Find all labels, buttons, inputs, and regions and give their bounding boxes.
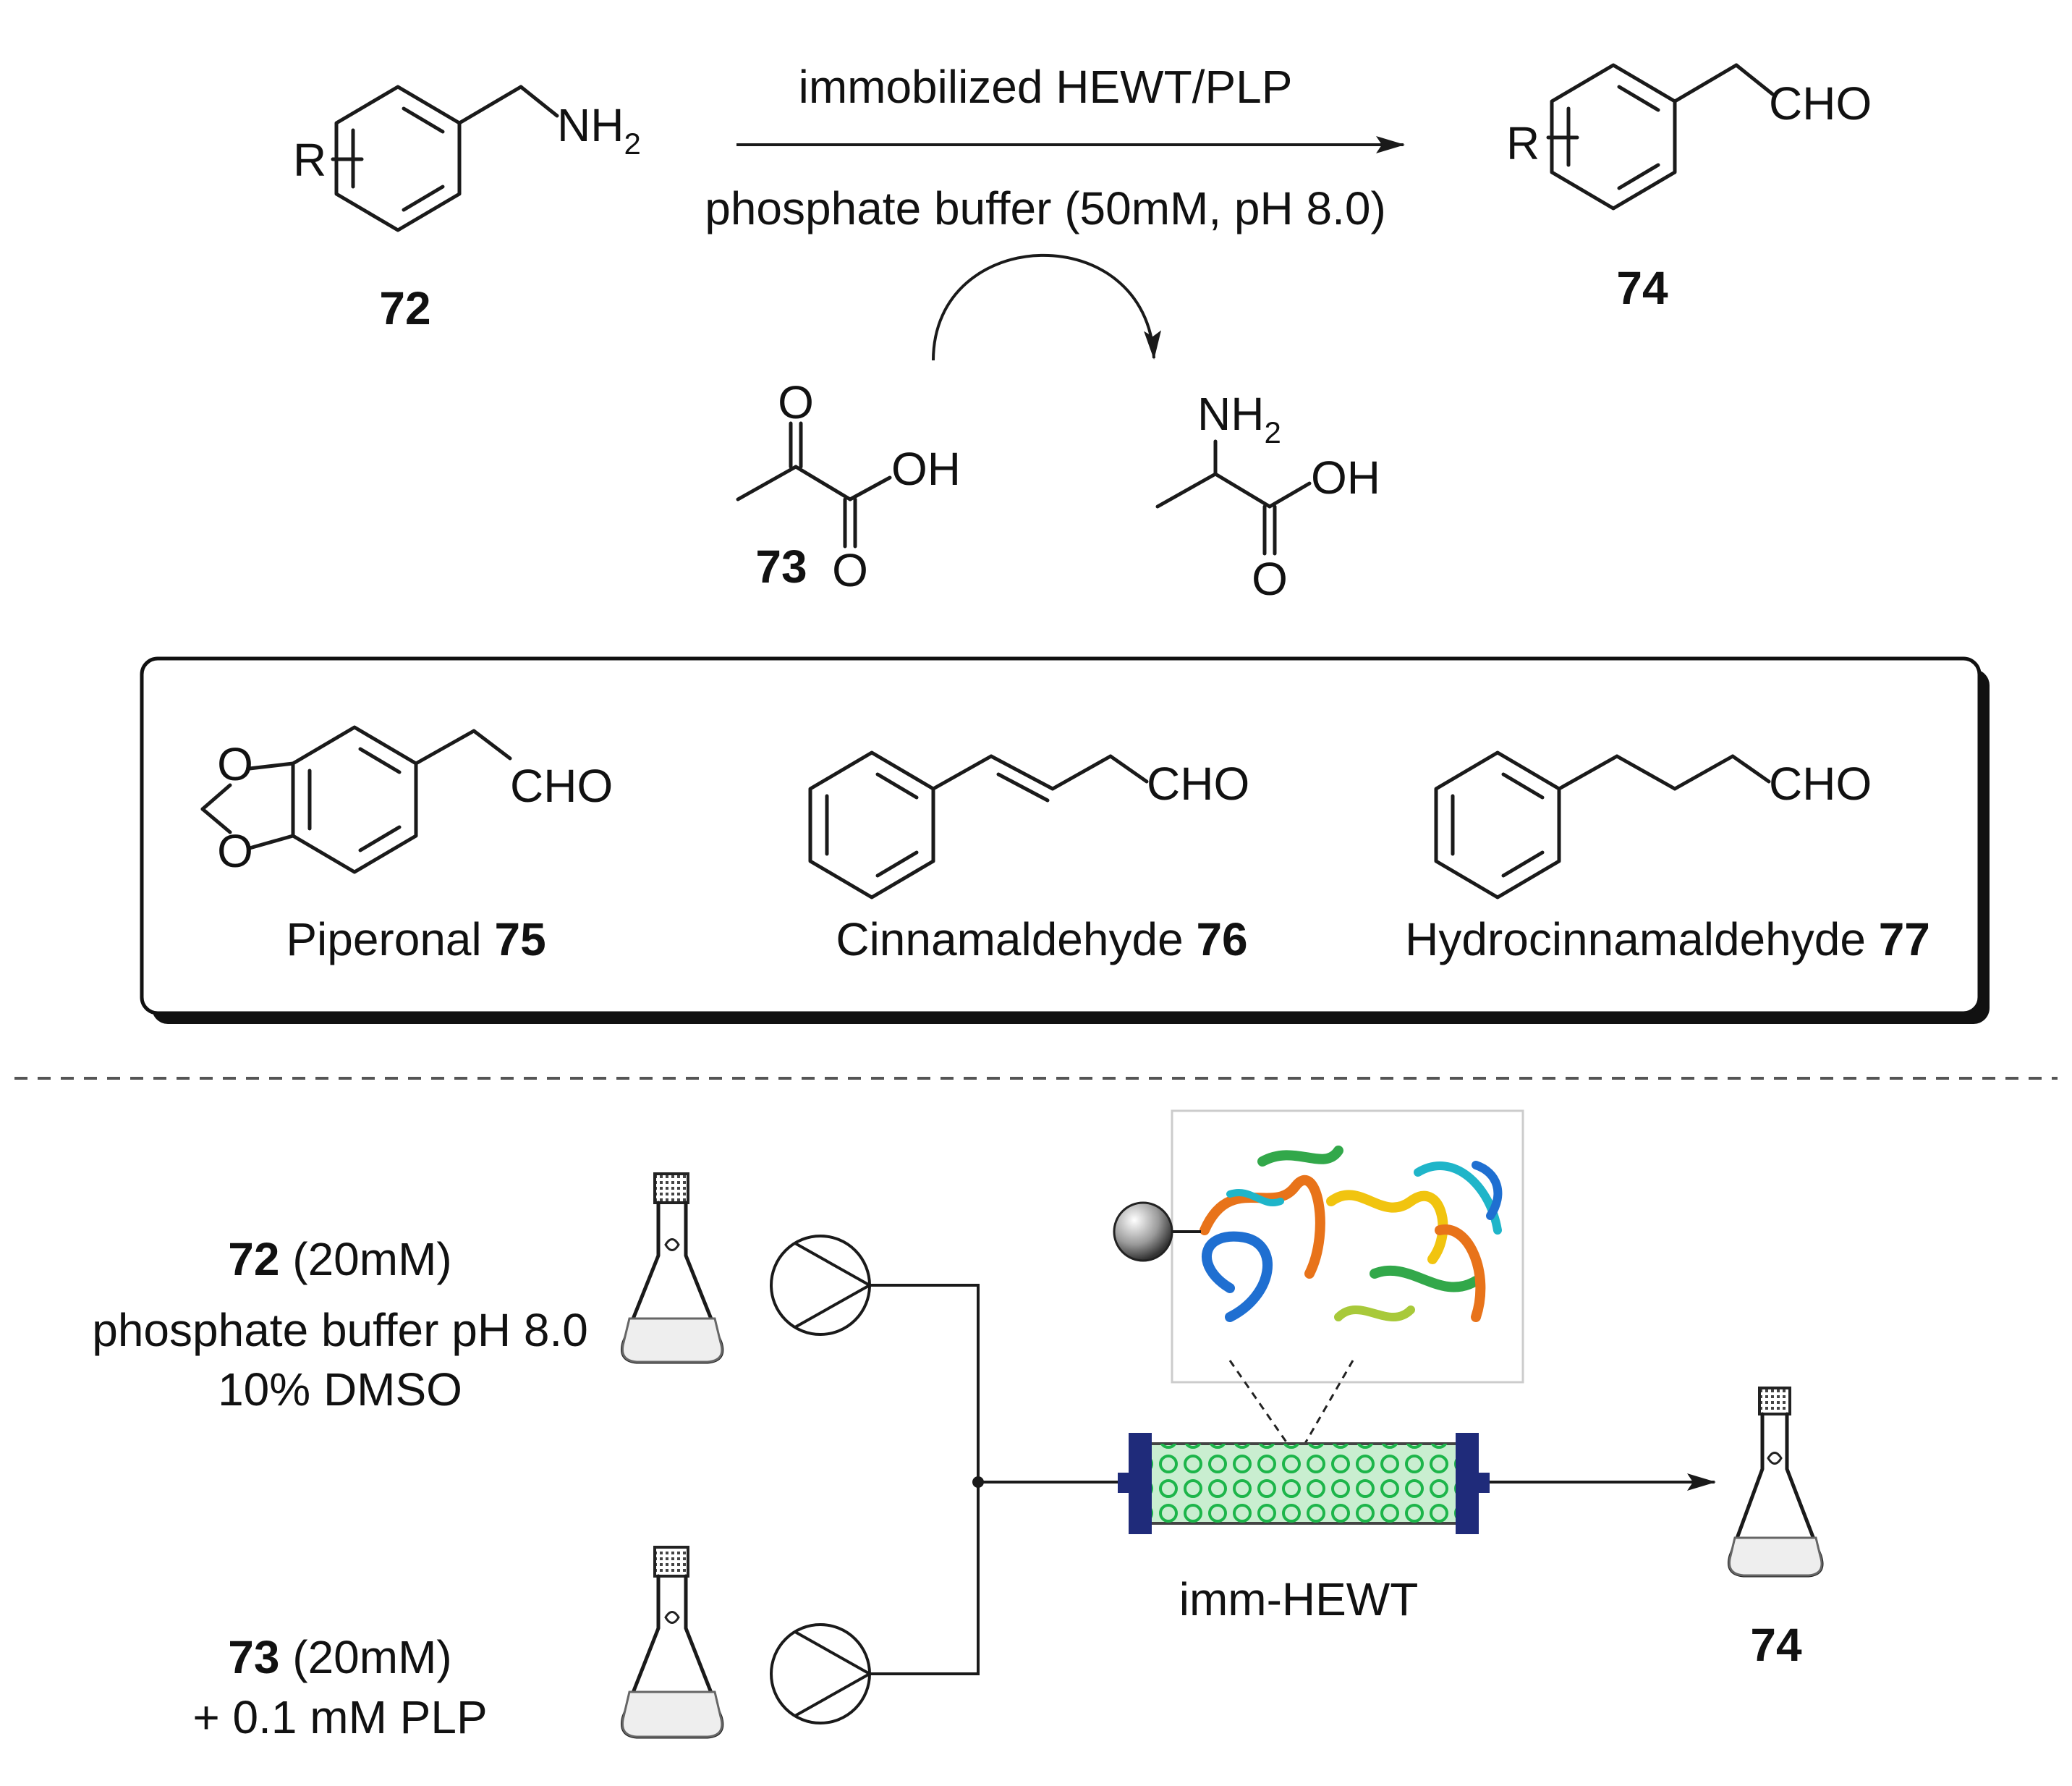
enzyme-structure-image bbox=[1171, 1109, 1524, 1384]
hydrocinnamaldehyde-id: 77 bbox=[1879, 913, 1930, 965]
feed2-conc: (20mM) bbox=[279, 1631, 451, 1683]
pump-1-icon bbox=[770, 1235, 871, 1336]
flow-tubing bbox=[870, 1284, 1129, 1675]
cinnamaldehyde-label: Cinnamaldehyde 76 bbox=[836, 913, 1247, 965]
substrate-box bbox=[140, 656, 1982, 1015]
column-label: imm-HEWT bbox=[1179, 1573, 1419, 1625]
feed2-label-line1: 73 (20mM) bbox=[228, 1631, 451, 1683]
feed1-label-line3: 10% DMSO bbox=[218, 1363, 462, 1415]
hydrocinnamaldehyde-cho: CHO bbox=[1769, 758, 1872, 810]
flow-product-id-74: 74 bbox=[1750, 1619, 1802, 1671]
feed1-id: 72 bbox=[228, 1233, 279, 1285]
zoom-line-right bbox=[1297, 1360, 1354, 1455]
collection-flask bbox=[1728, 1387, 1824, 1578]
pyruvate-o-bottom: O bbox=[832, 544, 868, 596]
product-r-label: R bbox=[1506, 117, 1540, 169]
pyruvate-o-top: O bbox=[778, 376, 814, 428]
feed1-label-line1: 72 (20mM) bbox=[228, 1233, 451, 1285]
product-74-structure bbox=[1546, 63, 1775, 211]
piperonal-name: Piperonal bbox=[286, 913, 481, 965]
feed1-flask bbox=[621, 1172, 724, 1364]
substrate-nh2-label: NH2 bbox=[557, 99, 641, 161]
feed2-flask bbox=[621, 1546, 724, 1739]
piperonal-o-top: O bbox=[217, 738, 253, 790]
feed1-conc: (20mM) bbox=[279, 1233, 451, 1285]
feed2-label-line2: + 0.1 mM PLP bbox=[192, 1691, 487, 1743]
alanine-oh: OH bbox=[1311, 452, 1380, 504]
cinnamaldehyde-id: 76 bbox=[1196, 913, 1247, 965]
feed1-label-line2: phosphate buffer pH 8.0 bbox=[92, 1304, 588, 1356]
alanine-nh2: NH2 bbox=[1197, 388, 1281, 449]
feed2-id: 73 bbox=[228, 1631, 279, 1683]
zoom-line-left bbox=[1228, 1360, 1296, 1455]
alanine-nh-subscript: 2 bbox=[1264, 415, 1281, 449]
alanine-nh-text: NH bbox=[1197, 388, 1264, 440]
reagent-label: immobilized HEWT/PLP bbox=[799, 61, 1293, 113]
alanine-structure bbox=[1155, 439, 1312, 556]
substrate-nh-subscript: 2 bbox=[624, 127, 640, 161]
pyruvate-oh: OH bbox=[891, 443, 961, 495]
alanine-o: O bbox=[1252, 553, 1288, 605]
cofactor-curved-arrow bbox=[932, 253, 1161, 361]
substrate-r-label: R bbox=[293, 134, 326, 186]
pyruvate-73-structure bbox=[736, 421, 892, 549]
piperonal-id: 75 bbox=[495, 913, 546, 965]
piperonal-cho: CHO bbox=[510, 760, 613, 812]
product-id-74: 74 bbox=[1616, 262, 1668, 314]
condition-label: phosphate buffer (50mM, pH 8.0) bbox=[705, 182, 1386, 234]
piperonal-o-bottom: O bbox=[217, 825, 253, 877]
pump-2-icon bbox=[770, 1623, 871, 1724]
substrate-nh-text: NH bbox=[557, 99, 624, 151]
hydrocinnamaldehyde-label: Hydrocinnamaldehyde 77 bbox=[1405, 913, 1930, 965]
pyruvate-id-73: 73 bbox=[755, 541, 807, 593]
cinnamaldehyde-cho: CHO bbox=[1147, 758, 1249, 810]
substrate-72-structure bbox=[331, 85, 559, 232]
cinnamaldehyde-76-structure bbox=[808, 750, 1149, 900]
support-bead-icon bbox=[1113, 1201, 1173, 1262]
substrate-id-72: 72 bbox=[379, 282, 430, 334]
product-cho-label: CHO bbox=[1769, 77, 1872, 130]
cinnamaldehyde-name: Cinnamaldehyde bbox=[836, 913, 1183, 965]
piperonal-75-structure bbox=[200, 725, 512, 874]
packed-column bbox=[1118, 1433, 1490, 1534]
piperonal-label: Piperonal 75 bbox=[286, 913, 545, 965]
hydrocinnamaldehyde-name: Hydrocinnamaldehyde bbox=[1405, 913, 1866, 965]
hydrocinnamaldehyde-77-structure bbox=[1434, 750, 1771, 900]
